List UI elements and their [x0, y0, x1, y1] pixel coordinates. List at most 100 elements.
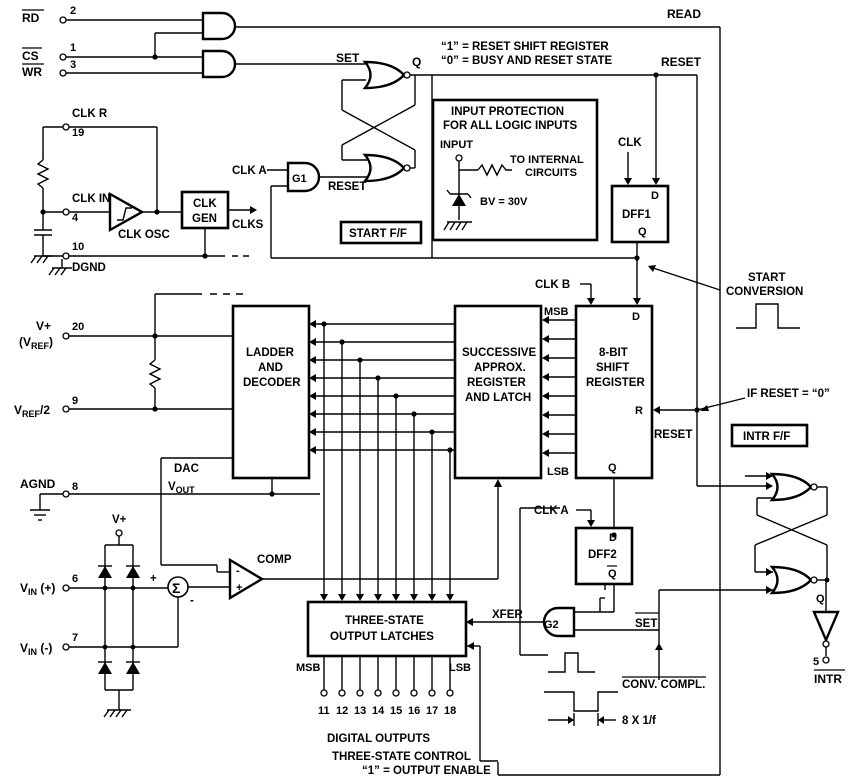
svg-text:START: START: [748, 272, 785, 284]
svg-text:READ: READ: [667, 7, 701, 21]
output-pin-number-18: 18: [444, 705, 456, 717]
svg-text:CS: CS: [22, 49, 39, 63]
reference-inputs: V+ (VREF) 20 VREF/2 9: [14, 293, 245, 419]
reset-info-2: “0” = BUSY AND RESET STATE: [441, 55, 612, 67]
svg-text:LSB: LSB: [547, 466, 569, 478]
intr-ff-label: INTR F/F: [730, 423, 809, 448]
svg-text:AND: AND: [258, 362, 283, 374]
svg-text:CLK B: CLK B: [535, 279, 570, 291]
svg-text:SET: SET: [635, 618, 657, 630]
svg-text:V+: V+: [36, 319, 51, 333]
svg-text:LSB: LSB: [449, 662, 471, 674]
sar-to-ladder-bus: [309, 320, 455, 601]
svg-text:G2: G2: [544, 619, 559, 631]
output-pin-15: [392, 689, 400, 697]
svg-text:20: 20: [72, 321, 84, 333]
svg-text:REGISTER: REGISTER: [467, 377, 526, 389]
output-pin-13: [356, 689, 364, 697]
svg-text:THREE-STATE: THREE-STATE: [345, 615, 424, 627]
svg-text:COMP: COMP: [257, 554, 292, 566]
svg-text:WR: WR: [22, 65, 42, 79]
svg-text:VIN (+): VIN (+): [20, 581, 55, 597]
output-enable-label: “1” = OUTPUT ENABLE: [362, 765, 491, 777]
read-write-logic: READ: [66, 7, 721, 776]
output-pin-17: [428, 689, 436, 697]
svg-text:-: -: [236, 565, 240, 577]
conv-complete-waveform: CONV. COMPL. 8 X 1/f: [544, 652, 706, 727]
svg-text:INPUT PROTECTION: INPUT PROTECTION: [451, 106, 564, 118]
pin-cs: CS 1: [22, 42, 76, 63]
svg-text:10: 10: [72, 241, 84, 253]
svg-text:D: D: [609, 532, 617, 544]
svg-text:REGISTER: REGISTER: [586, 377, 645, 389]
svg-text:8: 8: [72, 481, 78, 493]
start-conversion-note: START CONVERSION: [648, 265, 803, 329]
output-pin-14: [374, 689, 382, 697]
svg-text:DFF2: DFF2: [588, 549, 617, 561]
svg-text:SUCCESSIVE: SUCCESSIVE: [462, 347, 536, 359]
svg-text:4: 4: [72, 212, 79, 224]
three-state-control-label: THREE-STATE CONTROL: [332, 751, 471, 763]
svg-text:MSB: MSB: [296, 662, 321, 674]
svg-text:BV = 30V: BV = 30V: [480, 196, 528, 208]
svg-text:IF RESET = “0”: IF RESET = “0”: [747, 388, 830, 400]
svg-text:8-BIT: 8-BIT: [599, 347, 628, 359]
svg-text:FOR ALL LOGIC INPUTS: FOR ALL LOGIC INPUTS: [443, 120, 577, 132]
svg-text:VOUT: VOUT: [168, 481, 195, 495]
svg-text:19: 19: [72, 127, 84, 139]
svg-text:Q: Q: [638, 226, 647, 238]
svg-text:SET: SET: [336, 51, 360, 65]
comparator: - + COMP: [228, 479, 502, 601]
svg-text:-: -: [190, 595, 194, 607]
svg-text:INTR: INTR: [814, 672, 842, 686]
shift-to-sar-bus: [542, 316, 576, 457]
output-pin-number-12: 12: [336, 705, 348, 717]
svg-text:Q: Q: [816, 593, 825, 605]
svg-text:CLK OSC: CLK OSC: [118, 229, 170, 241]
svg-text:INPUT: INPUT: [440, 139, 473, 151]
svg-text:Q: Q: [412, 55, 421, 69]
output-latches-block: THREE-STATE OUTPUT LATCHES MSB LSB: [296, 600, 498, 762]
pin-wr: WR 3: [22, 59, 76, 79]
output-pin-number-14: 14: [372, 705, 385, 717]
svg-text:LADDER: LADDER: [246, 347, 295, 359]
svg-text:CIRCUITS: CIRCUITS: [525, 167, 577, 179]
svg-text:RESET: RESET: [661, 55, 702, 69]
output-pin-12: [338, 689, 346, 697]
output-pin-number-16: 16: [408, 705, 420, 717]
svg-text:SHIFT: SHIFT: [596, 362, 629, 374]
svg-text:D: D: [651, 190, 659, 202]
sar-block: SUCCESSIVE APPROX. REGISTER AND LATCH: [453, 304, 543, 480]
svg-text:V+: V+: [112, 514, 127, 526]
svg-text:CLK IN: CLK IN: [72, 193, 110, 205]
analog-inputs: V+ VIN (+) 6 VIN (-) 7 + -: [20, 514, 230, 718]
svg-text:5: 5: [813, 656, 819, 668]
svg-text:+: +: [150, 573, 157, 585]
svg-text:CONVERSION: CONVERSION: [726, 286, 803, 298]
ladder-decoder-block: LADDER AND DECODER DAC VOUT: [160, 304, 311, 573]
output-pin-16: [410, 689, 418, 697]
svg-text:3: 3: [70, 59, 76, 71]
svg-text:INTR F/F: INTR F/F: [743, 431, 790, 443]
svg-text:AND LATCH: AND LATCH: [465, 392, 531, 404]
svg-text:TO INTERNAL: TO INTERNAL: [510, 154, 584, 166]
output-pin-number-11: 11: [318, 705, 330, 717]
svg-text:R: R: [635, 405, 643, 417]
svg-text:RESET: RESET: [328, 181, 366, 193]
svg-text:Σ: Σ: [172, 580, 180, 596]
pin-rd: RD 2: [22, 5, 76, 25]
svg-text:CONV. COMPL.: CONV. COMPL.: [622, 679, 705, 691]
shift-register-block: CLK B D 8-BIT SHIFT REGISTER R Q MSB LSB…: [535, 279, 830, 535]
start-ff-label: START F/F: [339, 220, 423, 245]
svg-text:+: +: [236, 582, 242, 594]
svg-text:D: D: [632, 311, 640, 323]
svg-text:RESET: RESET: [654, 429, 692, 441]
input-protection-box: INPUT PROTECTION FOR ALL LOGIC INPUTS IN…: [431, 98, 599, 242]
svg-text:APPROX.: APPROX.: [474, 362, 526, 374]
svg-text:CLK A: CLK A: [232, 165, 267, 177]
svg-text:(VREF): (VREF): [19, 335, 53, 351]
svg-text:START F/F: START F/F: [349, 228, 407, 240]
dff2-block: CLK A D DFF2 Q: [519, 505, 634, 655]
